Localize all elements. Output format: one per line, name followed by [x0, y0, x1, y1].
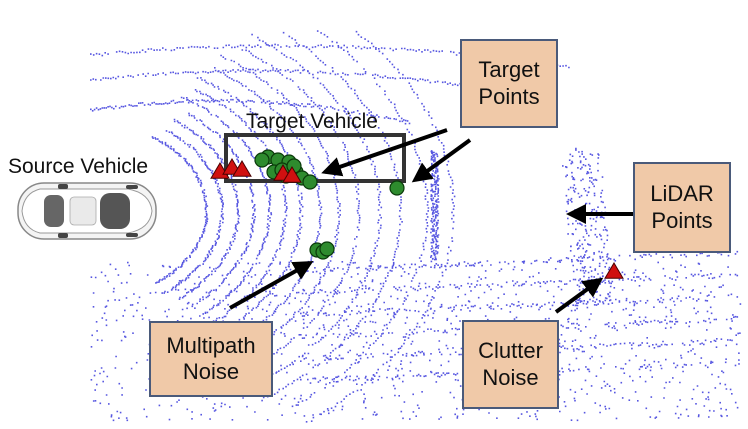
multipath-noise-box: Multipath Noise — [149, 321, 273, 397]
lidar-points-box: LiDAR Points — [633, 162, 731, 253]
target-vehicle-label: Target Vehicle — [246, 110, 378, 133]
target-points — [254, 149, 405, 260]
lidar-point-cloud — [90, 30, 742, 423]
source-vehicle-label: Source Vehicle — [8, 155, 149, 178]
circle-marker-icon — [302, 174, 318, 190]
triangle-marker-icon — [604, 262, 624, 279]
circle-marker-icon — [389, 180, 405, 196]
arrow-clutter — [554, 277, 604, 314]
arrow-target-2 — [411, 138, 472, 183]
car-icon — [17, 182, 157, 240]
clutter-noise-line2: Noise — [482, 364, 539, 390]
circle-marker-icon — [319, 241, 335, 257]
clutter-noise-box: Clutter Noise — [462, 320, 559, 409]
target-points-line1: Target — [478, 57, 540, 83]
multipath-noise-line2: Noise — [182, 359, 240, 384]
triangle-marker-icon — [232, 160, 252, 177]
target-points-line2: Points — [478, 83, 540, 109]
lidar-points-line1: LiDAR — [650, 181, 714, 207]
triangle-marker-icon — [282, 166, 302, 183]
noise-markers — [210, 158, 624, 279]
arrow-target-1 — [321, 128, 448, 177]
arrow-multipath — [229, 261, 314, 310]
clutter-noise-line1: Clutter — [478, 338, 543, 364]
target-points-box: Target Points — [460, 39, 558, 128]
lidar-points-line2: Points — [651, 207, 713, 233]
circle-marker-icon — [254, 152, 270, 168]
lidar-points — [90, 30, 742, 423]
multipath-noise-line1: Multipath — [166, 332, 256, 358]
